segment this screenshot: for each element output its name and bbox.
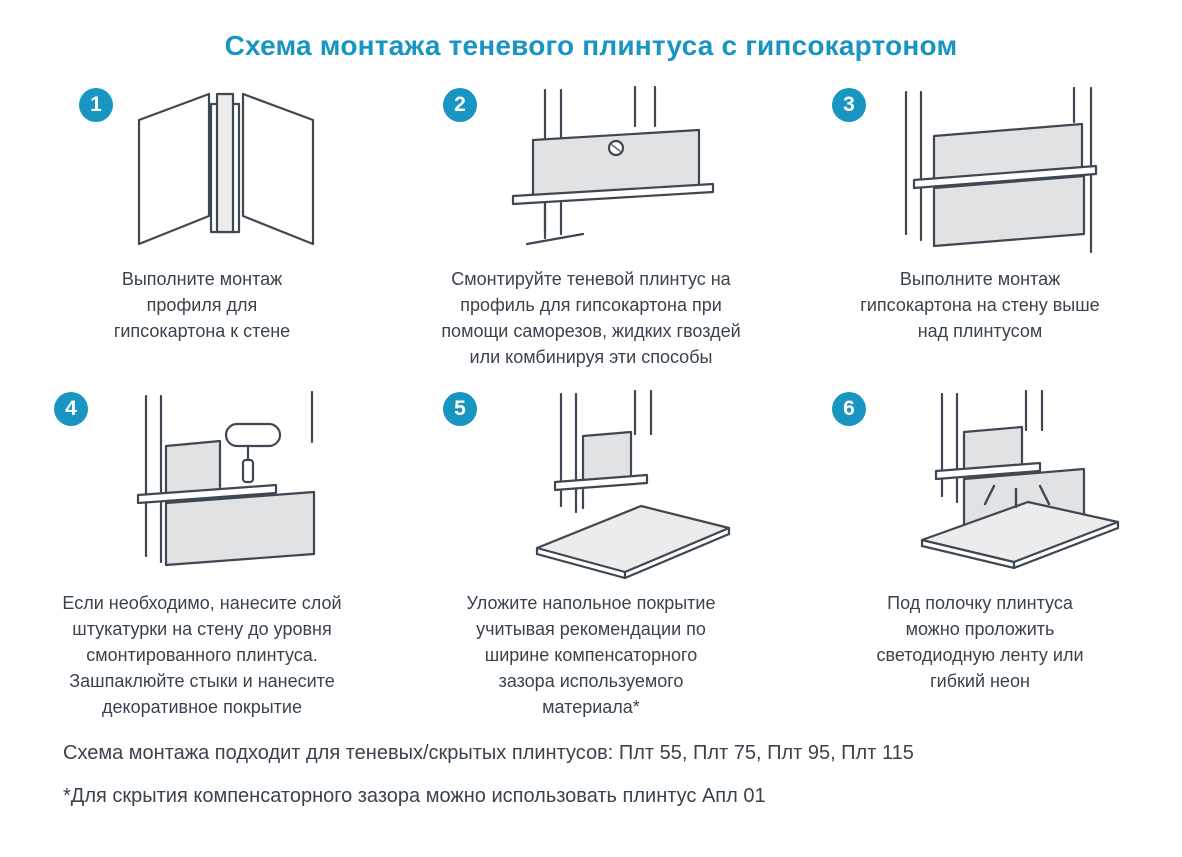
step-2-figure: 2 <box>443 86 739 258</box>
plinth-shelf <box>511 182 715 206</box>
step-5-illustration <box>535 390 731 580</box>
lower-wall-lines <box>525 201 585 246</box>
paint-roller-icon <box>224 422 282 484</box>
footnotes: Схема монтажа подходит для теневых/скрыт… <box>63 742 1182 808</box>
step-2-number-badge: 2 <box>443 88 477 122</box>
led-rays-icon <box>983 484 1051 509</box>
step-4-figure: 4 <box>54 390 350 582</box>
step-4-number: 4 <box>65 397 77 420</box>
step-6-illustration <box>920 390 1120 570</box>
step-6-number-badge: 6 <box>832 392 866 426</box>
step-6-figure: 6 <box>832 390 1128 582</box>
left-wall-panel <box>137 92 211 246</box>
step-2-caption: Смонтируйте теневой плинтус на профиль д… <box>441 269 741 367</box>
step-6-number: 6 <box>843 397 855 420</box>
step-3: 3 Выполните монтаж гипсокартона на стену… <box>815 86 1145 370</box>
plinth-shelf <box>934 461 1042 481</box>
step-3-number: 3 <box>843 93 855 116</box>
step-5-number: 5 <box>454 397 466 420</box>
plinth-face-panel <box>581 430 633 484</box>
compensation-gap-note: *Для скрытия компенсаторного зазора можн… <box>63 785 766 807</box>
plaster-panel <box>164 439 222 497</box>
step-2: 2 <box>391 86 791 370</box>
lower-wall-panel <box>164 490 316 567</box>
step-4-caption: Если необходимо, нанесите слой штукатурк… <box>62 593 342 717</box>
wall-edge-lines <box>144 390 314 564</box>
drywall-profile-strip <box>209 92 241 234</box>
compatibility-note: Схема монтажа подходит для теневых/скрыт… <box>63 742 914 764</box>
step-5-caption: Уложите напольное покрытие учитывая реко… <box>466 593 716 717</box>
step-6-caption: Под полочку плинтуса можно проложить све… <box>876 593 1084 691</box>
step-1-number: 1 <box>90 93 102 116</box>
corner-wall-panels <box>137 92 315 246</box>
step-5-number-badge: 5 <box>443 392 477 426</box>
page-title: Схема монтажа теневого плинтуса с гипсок… <box>224 30 958 61</box>
step-5: 5 Уложите напольное покрытие у <box>391 390 791 720</box>
right-wall-panel <box>241 92 315 246</box>
step-1-illustration <box>137 92 315 246</box>
plinth-shelf <box>136 483 278 505</box>
step-2-number: 2 <box>454 93 466 116</box>
profile-face <box>215 92 235 234</box>
step-1-figure: 1 <box>79 86 325 258</box>
step-6: 6 <box>815 390 1145 720</box>
step-3-number-badge: 3 <box>832 88 866 122</box>
step-1-caption: Выполните монтаж профиля для гипсокартон… <box>113 269 291 341</box>
step-3-figure: 3 <box>832 86 1128 258</box>
step-4-number-badge: 4 <box>54 392 88 426</box>
step-3-caption: Выполните монтаж гипсокартона на стену в… <box>860 269 1100 341</box>
floor-panel <box>535 504 731 580</box>
step-1-number-badge: 1 <box>79 88 113 122</box>
step-4-illustration <box>136 390 316 567</box>
step-1: 1 Выполните монтаж профиля для гипсокарт… <box>37 86 367 370</box>
floor-panel <box>920 500 1120 570</box>
screw-icon <box>607 139 625 157</box>
step-4: 4 Если необходимо, нанесите слой штукату… <box>37 390 367 720</box>
page-header: Схема монтажа теневого плинтуса с гипсок… <box>0 30 1182 62</box>
step-2-illustration <box>511 86 715 246</box>
plinth-shelf <box>912 164 1098 190</box>
wall-edge-lines <box>904 86 1093 254</box>
plinth-shelf <box>553 473 649 492</box>
steps-grid: 1 Выполните монтаж профиля для гипсокарт… <box>0 86 1182 720</box>
step-5-figure: 5 <box>443 390 739 582</box>
step-3-illustration <box>904 86 1098 254</box>
lower-wall-panel <box>932 174 1086 248</box>
